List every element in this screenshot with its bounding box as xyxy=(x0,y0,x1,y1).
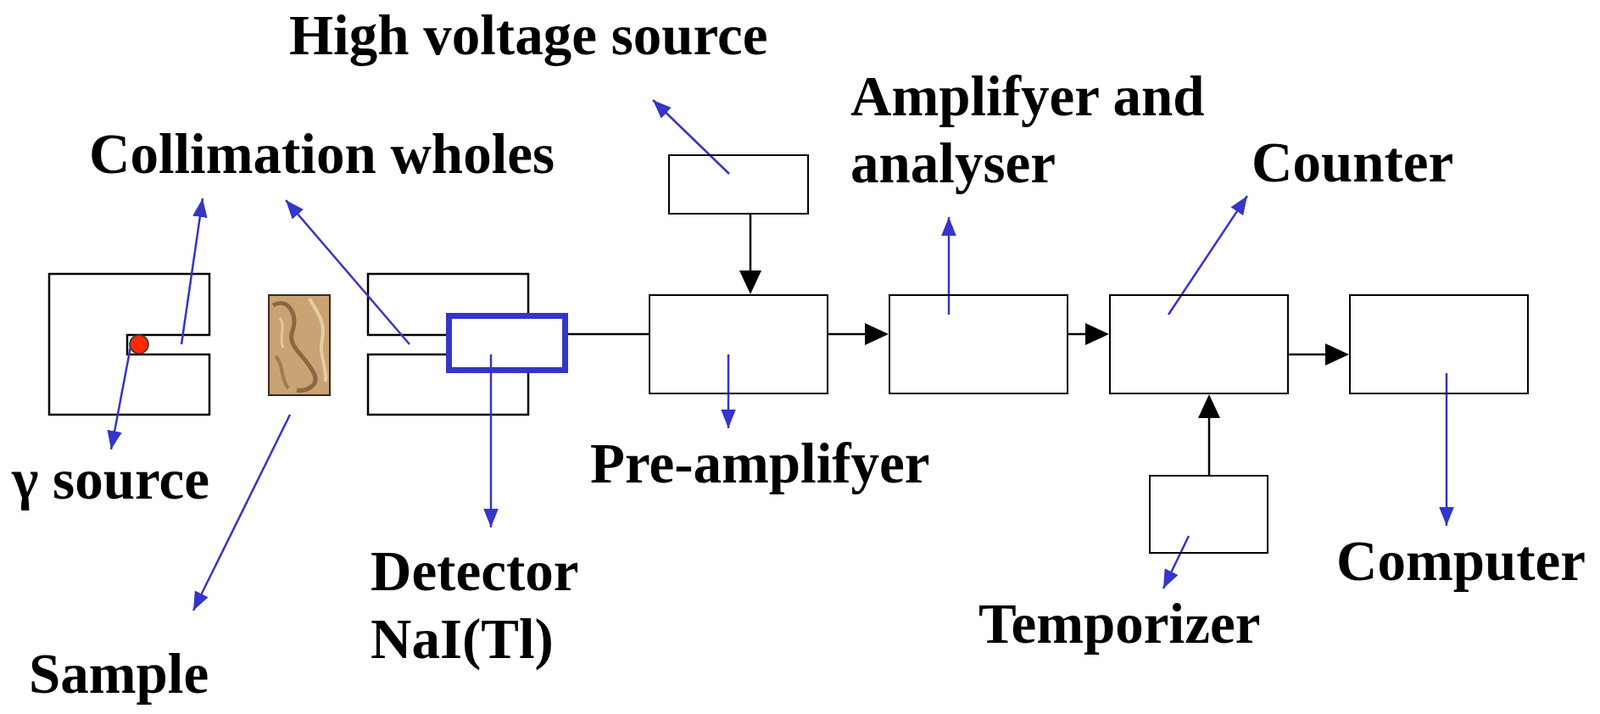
signal-connector xyxy=(739,214,762,295)
power-supply-box: High voltage source xyxy=(668,154,809,215)
gamma-source-dot xyxy=(129,334,149,354)
timer-box: Temporizer xyxy=(1148,474,1269,554)
arrow-head xyxy=(1325,343,1350,366)
process-box: Computer xyxy=(1349,294,1529,395)
box-label: Pre-amplifyer xyxy=(590,432,931,496)
box-label: Counter xyxy=(1251,131,1454,195)
part-label: γ source xyxy=(11,448,210,512)
process-box: Counter xyxy=(1109,294,1289,395)
sample-picture xyxy=(268,295,330,396)
signal-connector xyxy=(828,323,889,346)
source-housing xyxy=(49,273,210,415)
signal-connector xyxy=(1288,343,1350,366)
connector-line xyxy=(568,333,649,336)
connector-line xyxy=(1068,333,1088,336)
box-label: Computer xyxy=(1336,529,1586,593)
box-label: Detector NaI(Tl) xyxy=(370,536,608,674)
arrow-head xyxy=(739,270,762,295)
arrow-head xyxy=(1198,394,1221,419)
arrow-head xyxy=(1085,323,1110,346)
connector-line xyxy=(828,333,867,336)
box-label: Temporizer xyxy=(978,592,1260,656)
process-box: Pre-amplifyer xyxy=(648,294,829,395)
detector-box: Detector NaI(Tl) xyxy=(445,312,569,374)
box-label: High voltage source xyxy=(289,4,769,67)
connector-line xyxy=(1208,416,1211,475)
arrow-head xyxy=(864,323,889,346)
process-box: Amplifyer and analyser xyxy=(888,294,1069,395)
part-label: Collimation wholes xyxy=(89,122,555,186)
connector-line xyxy=(749,214,753,273)
signal-connector xyxy=(568,334,649,335)
connector-line xyxy=(1288,353,1327,357)
signal-connector xyxy=(1198,394,1221,475)
signal-connector xyxy=(1068,323,1110,346)
box-label: Amplifyer and analyser xyxy=(850,62,1224,197)
part-label: Sample xyxy=(28,642,209,706)
